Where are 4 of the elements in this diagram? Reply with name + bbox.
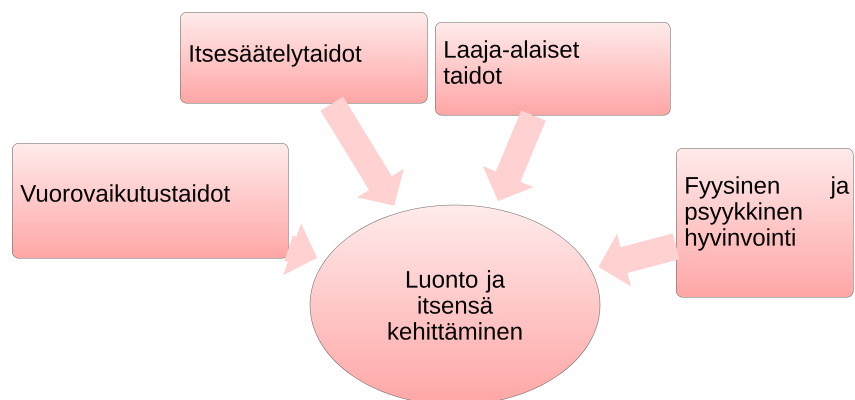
process-box: Laaja-alaiset taidot: [435, 22, 671, 116]
process-box: Vuorovaikutustaidot: [12, 143, 289, 259]
process-box: Itsesäätelytaidot: [180, 12, 428, 104]
process-box: Fyysinen ja psyykkinen hyvinvointi: [676, 148, 854, 298]
